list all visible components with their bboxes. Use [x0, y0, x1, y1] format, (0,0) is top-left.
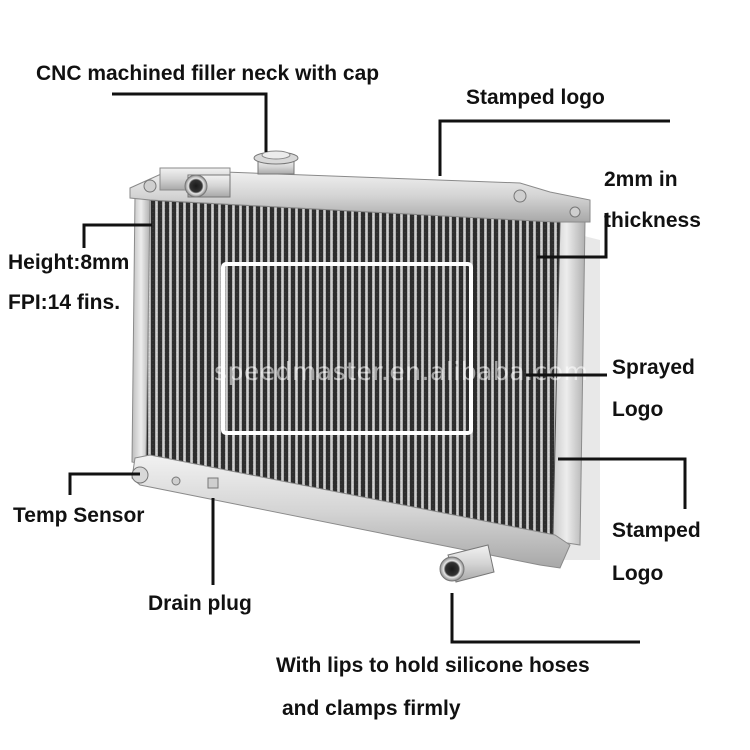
label-stamped-logo-top: Stamped logo	[466, 86, 605, 109]
label-filler-neck: CNC machined filler neck with cap	[36, 62, 380, 85]
bottom-outlet-pipe	[439, 544, 495, 583]
leader-stamped-logo-top	[438, 119, 670, 176]
leader-stamped-logo-bottom	[558, 457, 687, 509]
label-stamped-logo-bottom-line2: Logo	[612, 562, 664, 585]
top-inlet-pipe	[184, 174, 231, 198]
label-lips-line2: and clamps firmly	[282, 697, 461, 720]
label-thickness-line2: thickness	[604, 209, 701, 232]
leader-filler-neck	[112, 92, 268, 152]
leader-thickness	[537, 213, 608, 259]
label-height: Height:8mm	[8, 251, 130, 274]
label-temp-sensor: Temp Sensor	[13, 504, 145, 527]
label-fpi: FPI:14 fins.	[8, 291, 121, 314]
watermark-text: speedmaster.en.alibaba.com	[214, 357, 589, 386]
label-thickness-line1: 2mm in	[604, 168, 678, 191]
label-sprayed-logo-line1: Sprayed	[612, 356, 695, 379]
top-tank	[129, 169, 591, 223]
leader-lips	[450, 593, 640, 644]
filler-neck-cap	[253, 150, 299, 175]
label-drain-plug: Drain plug	[148, 592, 252, 615]
leader-temp-sensor	[68, 472, 140, 495]
label-lips-line1: With lips to hold silicone hoses	[276, 654, 590, 677]
label-sprayed-logo-line2: Logo	[612, 398, 664, 421]
watermark-frame	[221, 262, 473, 435]
leader-height-fpi	[82, 223, 152, 248]
label-stamped-logo-bottom-line1: Stamped	[612, 519, 701, 542]
